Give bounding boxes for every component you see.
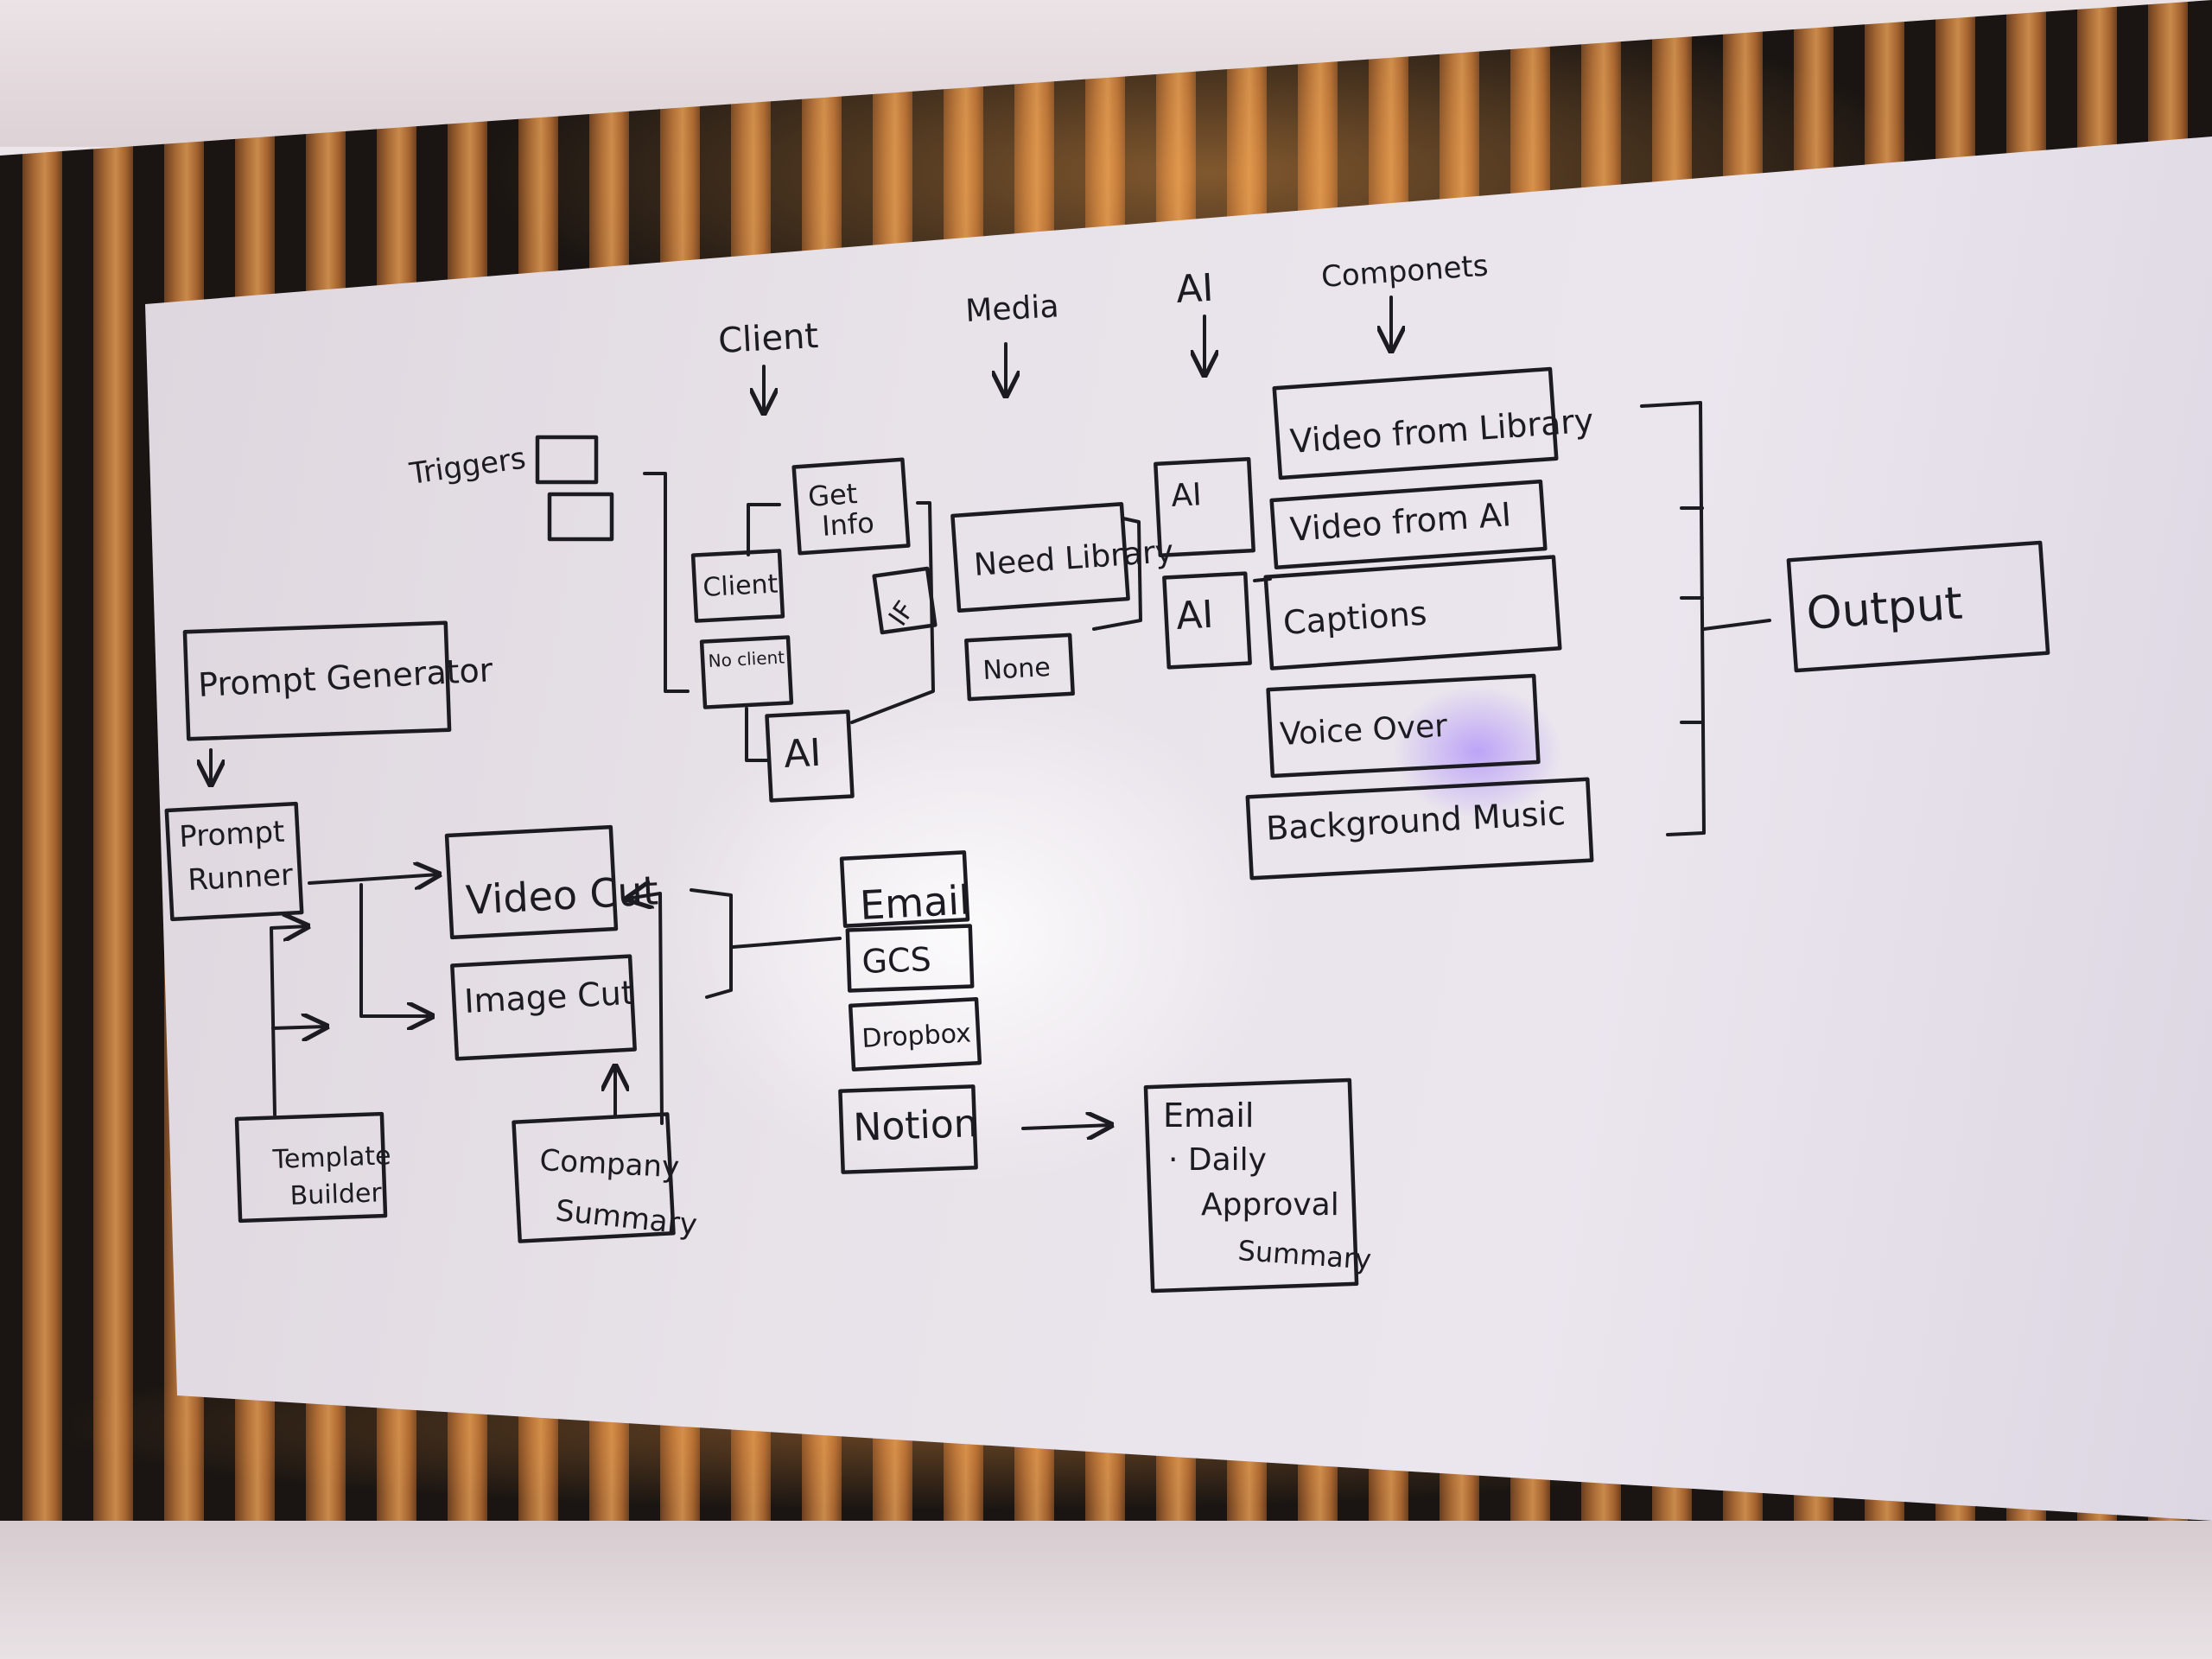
runner-to-videocut-arrow — [308, 874, 439, 883]
email-box — [839, 850, 970, 928]
template-to-cuts-arrow — [271, 1027, 327, 1028]
component-background-music-box — [1245, 777, 1594, 880]
header-ai: AI — [1175, 266, 1215, 312]
component-video-library-box — [1272, 366, 1559, 480]
runner-to-imagecut-arrow — [359, 883, 432, 1016]
client-to-getinfo-line — [747, 503, 781, 556]
bracket-to-output — [1702, 619, 1771, 631]
email-note-box — [1143, 1077, 1359, 1294]
template-builder-text-1: Template — [271, 1141, 391, 1175]
triggers-label: Triggers — [407, 442, 528, 493]
template-to-runner-arrow — [270, 926, 308, 1116]
video-cut-label: Video Cut — [465, 867, 659, 924]
image-cut-box — [450, 954, 637, 1061]
trigger-box-1 — [535, 435, 599, 485]
template-builder-text-2: Builder — [289, 1178, 383, 1211]
none-box — [964, 632, 1075, 702]
destinations-bracket — [690, 888, 733, 999]
client-ai-label: AI — [783, 731, 823, 777]
notion-label: Notion — [853, 1102, 979, 1150]
trigger-box-2 — [547, 492, 614, 542]
component-video-ai-box — [1269, 479, 1548, 570]
bracket-to-email-line — [731, 937, 842, 949]
client-bracket-right — [850, 501, 935, 724]
need-library-box — [950, 502, 1130, 613]
ai-box-bottom-label: AI — [1175, 593, 1215, 639]
prompt-runner-text-1: Prompt — [178, 815, 285, 855]
get-info-box — [791, 457, 911, 556]
output-label: Output — [1805, 578, 1964, 640]
ai-box-top-label: AI — [1170, 477, 1202, 514]
output-box — [1786, 540, 2050, 673]
email-note-line3: Summary — [1236, 1234, 1372, 1276]
none-label: None — [982, 652, 1052, 686]
ai-box-bottom — [1162, 571, 1252, 670]
noclient-to-ai-line — [745, 707, 771, 762]
components-bracket — [1640, 401, 1706, 836]
image-cut-label: Image Cut — [463, 974, 635, 1020]
company-summary-text-2: Summary — [554, 1193, 699, 1243]
email-note-bullet: · Daily — [1168, 1142, 1267, 1178]
notion-to-email-arrow — [1021, 1125, 1111, 1128]
notion-box — [838, 1084, 978, 1174]
no-client-box — [699, 635, 794, 709]
client-ai-box — [765, 709, 855, 803]
wall-bottom — [0, 1521, 2212, 1659]
video-cut-box — [444, 824, 619, 940]
component-video-ai: Video from AI — [1289, 495, 1513, 549]
component-captions: Captions — [1282, 594, 1428, 642]
need-library-label: Need Library — [973, 534, 1175, 583]
get-info-text-1: Get — [807, 477, 859, 513]
template-builder-box — [234, 1111, 388, 1224]
summary-to-videocut-arrow — [627, 893, 664, 1125]
prompt-runner-text-2: Runner — [187, 858, 294, 898]
header-media: Media — [964, 289, 1059, 329]
media-bracket-right — [1092, 517, 1142, 631]
gcs-box — [845, 924, 975, 993]
dropbox-box — [848, 996, 982, 1072]
email-note-title: Email — [1163, 1096, 1254, 1135]
email-label: Email — [859, 876, 971, 929]
component-voice-over: Voice Over — [1279, 709, 1448, 753]
component-video-library: Video from Library — [1289, 402, 1595, 461]
component-voice-over-box — [1266, 673, 1541, 779]
company-summary-box — [512, 1112, 676, 1243]
get-info-text-2: Info — [821, 506, 875, 543]
company-summary-text-1: Company — [539, 1143, 681, 1185]
gcs-label: GCS — [861, 940, 932, 981]
component-captions-box — [1263, 555, 1562, 671]
client-box — [690, 549, 785, 623]
client-box-label: Client — [702, 569, 779, 603]
prompt-runner-box — [164, 801, 304, 922]
ai-box-top — [1154, 456, 1255, 558]
header-client: Client — [717, 316, 819, 361]
email-note-line2: Approval — [1201, 1187, 1339, 1223]
component-background-music: Background Music — [1265, 794, 1567, 848]
no-client-label: No client — [708, 646, 785, 671]
ai-to-components-dash — [1253, 577, 1272, 582]
header-componets: Componets — [1320, 249, 1490, 295]
prompt-generator-box — [182, 620, 452, 741]
dropbox-label: Dropbox — [861, 1018, 972, 1054]
client-bracket-left — [643, 472, 690, 693]
